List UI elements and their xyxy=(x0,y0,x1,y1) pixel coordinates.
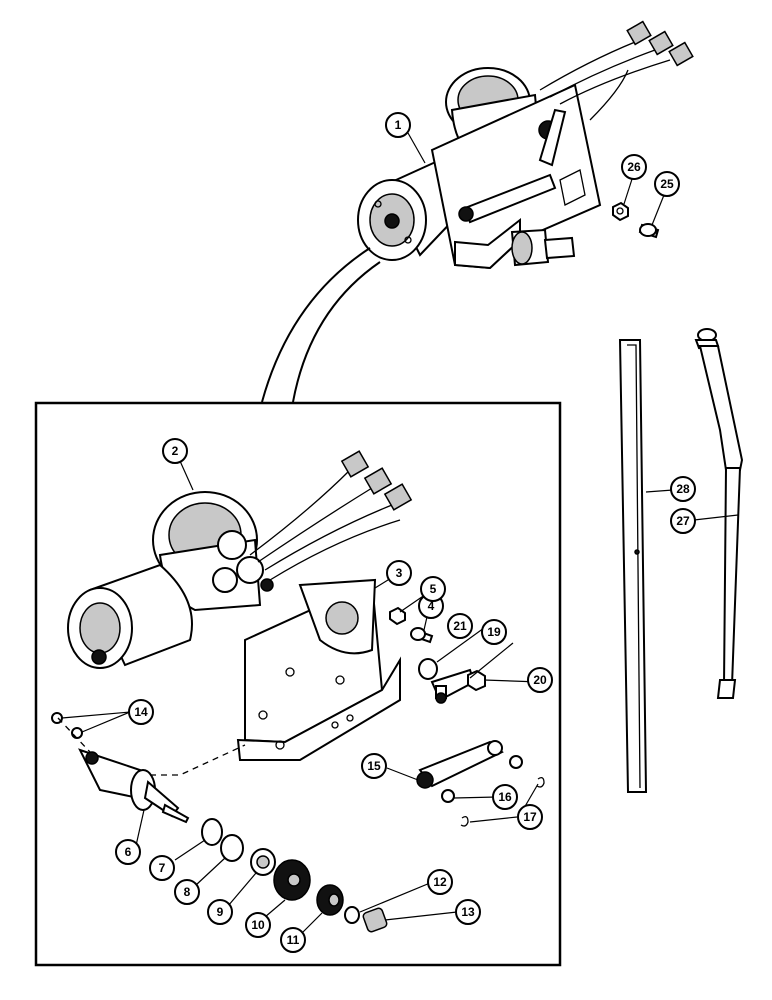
callout-1: 1 xyxy=(385,112,411,138)
callout-16: 16 xyxy=(492,784,518,810)
lockwasher-5 xyxy=(389,606,406,626)
callout-15: 15 xyxy=(361,753,387,779)
lockwasher-14b xyxy=(71,727,83,739)
svg-text:17: 17 xyxy=(523,810,537,824)
svg-text:19: 19 xyxy=(487,625,501,639)
svg-text:4: 4 xyxy=(428,599,435,613)
callout-6: 6 xyxy=(115,839,141,865)
wiper-motor-assembly xyxy=(357,20,694,270)
svg-text:14: 14 xyxy=(134,705,148,719)
svg-text:12: 12 xyxy=(433,875,447,889)
clip-17b xyxy=(460,816,469,827)
svg-text:21: 21 xyxy=(453,619,467,633)
wiper-blade-28 xyxy=(618,339,648,793)
callout-2: 2 xyxy=(162,438,188,464)
callout-17: 17 xyxy=(517,804,543,830)
washer-21 xyxy=(418,658,438,680)
callout-21: 21 xyxy=(447,613,473,639)
washer-8 xyxy=(220,834,244,862)
svg-text:5: 5 xyxy=(430,582,437,596)
callout-20: 20 xyxy=(527,667,553,693)
screw-4 xyxy=(410,627,434,644)
svg-text:7: 7 xyxy=(159,861,166,875)
callout-9: 9 xyxy=(207,899,233,925)
svg-text:8: 8 xyxy=(184,885,191,899)
callout-13: 13 xyxy=(455,899,481,925)
svg-text:2: 2 xyxy=(172,444,179,458)
callout-8: 8 xyxy=(174,879,200,905)
callout-5: 5 xyxy=(420,576,446,602)
nut-26 xyxy=(612,201,629,222)
svg-text:10: 10 xyxy=(251,918,265,932)
svg-text:6: 6 xyxy=(125,845,132,859)
callout-19: 19 xyxy=(481,619,507,645)
svg-text:13: 13 xyxy=(461,905,475,919)
callout-10: 10 xyxy=(245,912,271,938)
pivot-assembly-6 xyxy=(78,748,190,824)
callout-14: 14 xyxy=(128,699,154,725)
wiper-arm-27 xyxy=(694,328,744,699)
callout-26: 26 xyxy=(621,154,647,180)
svg-text:25: 25 xyxy=(660,177,674,191)
nut-20 xyxy=(467,669,486,692)
clip-17a xyxy=(536,777,545,788)
svg-text:20: 20 xyxy=(533,673,547,687)
washer-7 xyxy=(201,818,223,846)
detail-view-frame xyxy=(34,401,562,967)
callout-7: 7 xyxy=(149,855,175,881)
svg-text:3: 3 xyxy=(396,566,403,580)
callout-28: 28 xyxy=(670,476,696,502)
link-15 xyxy=(416,740,504,789)
wiper-motor-detail xyxy=(67,450,413,669)
washer-16 xyxy=(441,789,455,803)
callout-3: 3 xyxy=(386,560,412,586)
washer-12 xyxy=(344,906,360,924)
svg-text:11: 11 xyxy=(287,933,300,947)
svg-text:27: 27 xyxy=(676,514,690,528)
callout-12: 12 xyxy=(427,869,453,895)
nut-9 xyxy=(250,848,276,876)
nut-13 xyxy=(362,907,388,933)
bushing-10 xyxy=(273,859,311,901)
svg-text:16: 16 xyxy=(498,790,512,804)
svg-text:28: 28 xyxy=(676,482,690,496)
mounting-bracket-detail xyxy=(236,578,401,761)
callout-25: 25 xyxy=(654,171,680,197)
washer-16b xyxy=(509,755,523,769)
screw-25 xyxy=(638,223,660,239)
svg-text:15: 15 xyxy=(367,759,381,773)
svg-text:26: 26 xyxy=(627,160,641,174)
callout-27: 27 xyxy=(670,508,696,534)
svg-text:9: 9 xyxy=(217,905,224,919)
callout-11: 11 xyxy=(280,927,306,953)
bushing-11 xyxy=(316,884,344,916)
svg-text:1: 1 xyxy=(395,118,402,132)
crank-19 xyxy=(430,668,476,704)
